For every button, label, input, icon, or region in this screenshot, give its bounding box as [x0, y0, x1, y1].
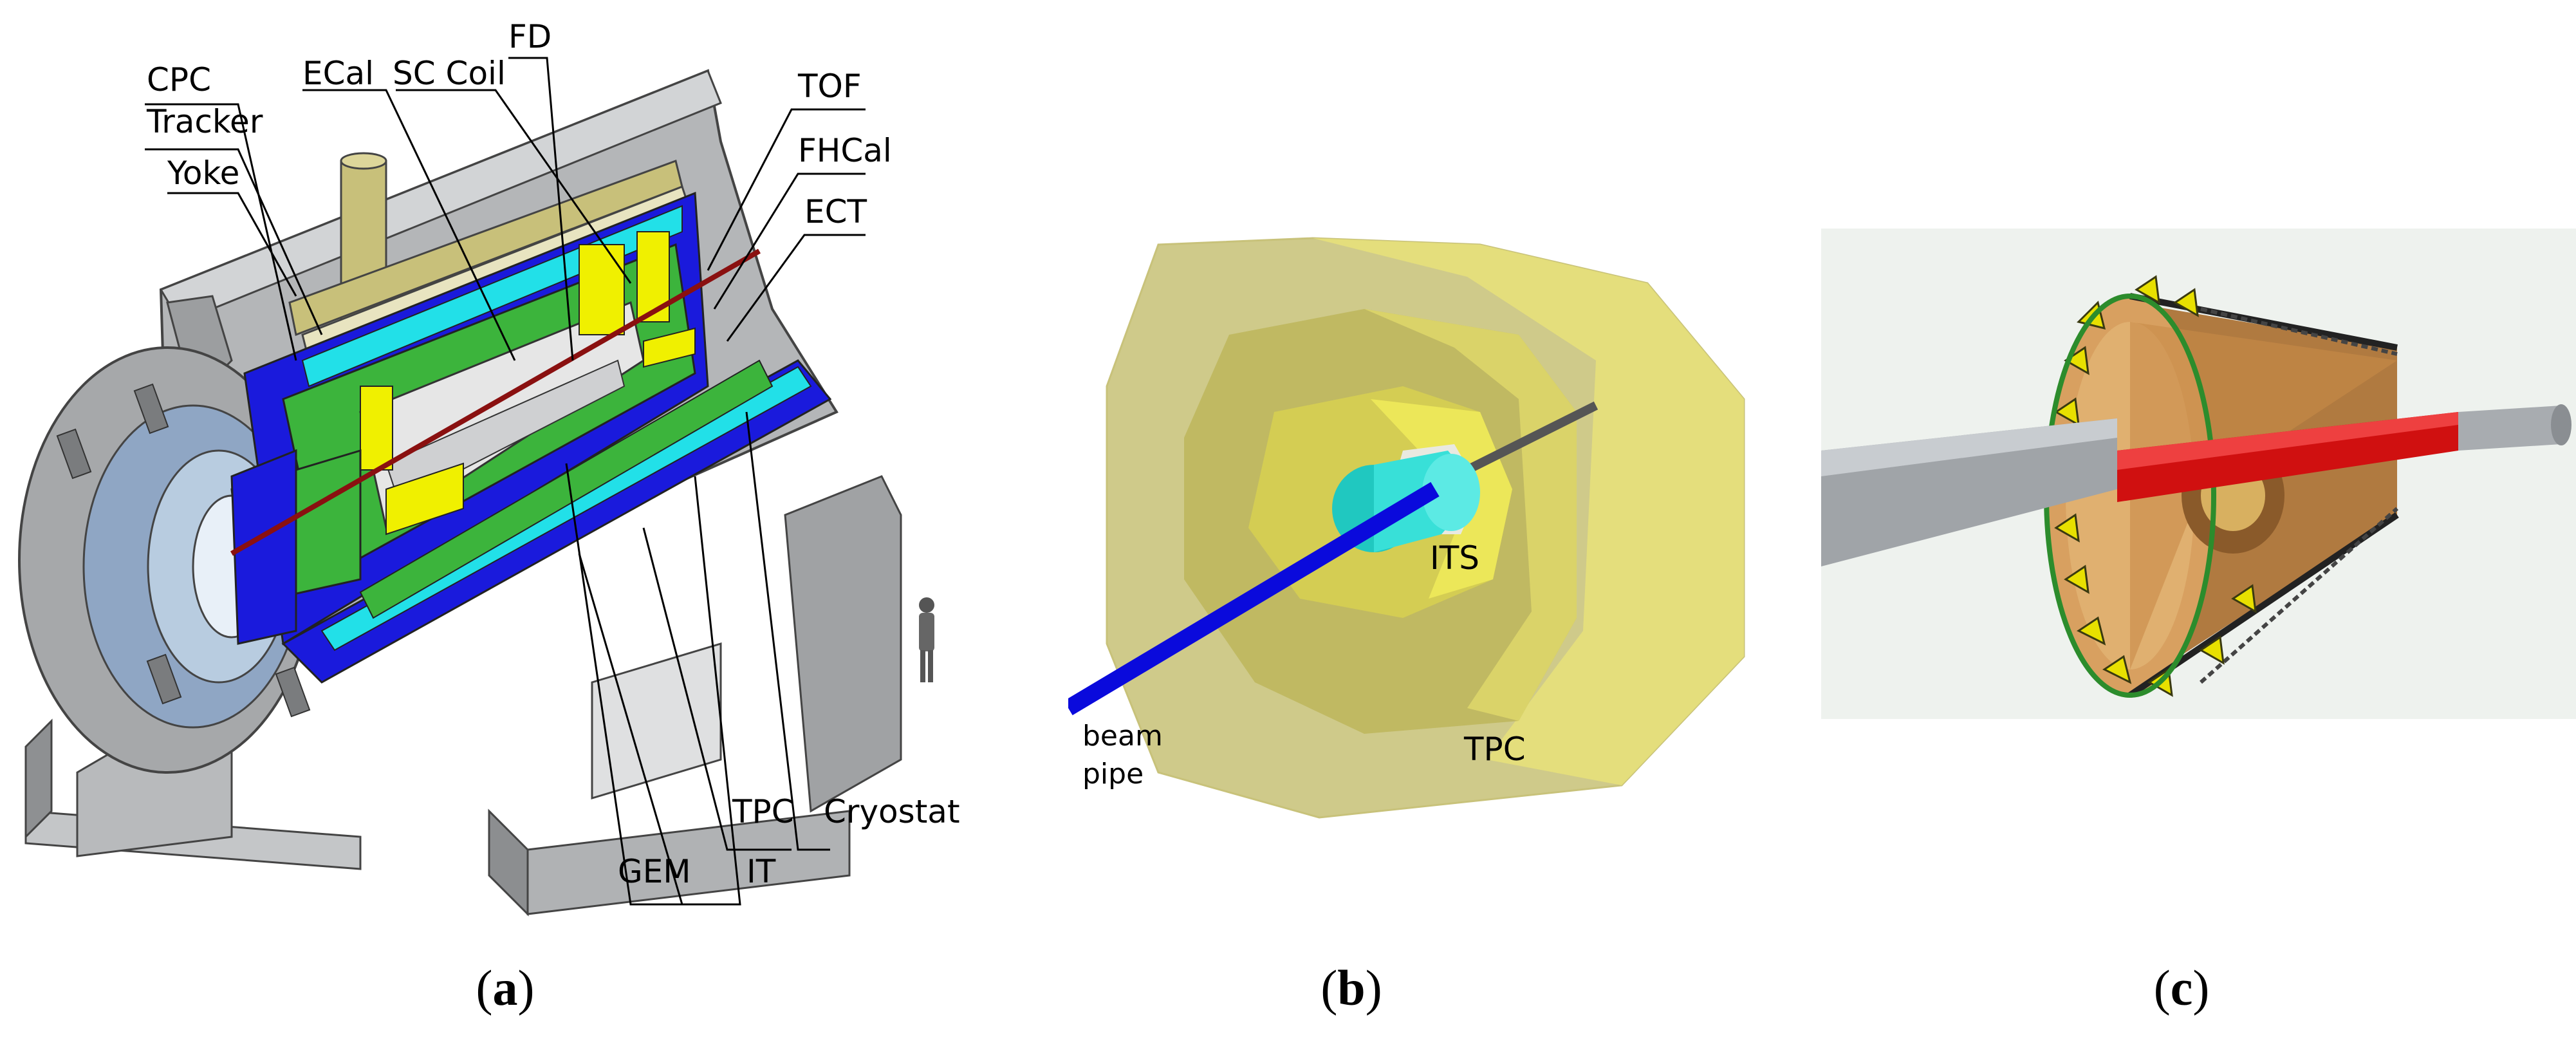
caption-a: (a) — [476, 960, 535, 1016]
beam-pipe-front — [1068, 481, 1440, 716]
label-beam-pipe-line2: pipe — [1082, 758, 1144, 790]
caption-c-letter: c — [2170, 960, 2193, 1016]
tpc-its-drawing — [1068, 237, 1745, 819]
beam-line — [230, 248, 761, 556]
barrel-render-drawing — [1821, 229, 2576, 719]
label-tracker: Tracker — [147, 103, 263, 140]
panel-b-tpc-its-schematic: ITS TPC beam pipe (b) — [1068, 0, 1750, 1046]
label-sc-coil: SC Coil — [393, 55, 506, 92]
person-scale-figure — [919, 597, 934, 682]
label-it: IT — [746, 853, 776, 890]
label-gem: GEM — [618, 853, 691, 890]
label-cpc: CPC — [147, 61, 211, 98]
caption-b: (b) — [1320, 960, 1382, 1016]
cryostat — [288, 152, 683, 337]
label-fhcal: FHCal — [798, 132, 892, 169]
label-ecal: ECal — [302, 55, 375, 92]
label-its: ITS — [1430, 539, 1480, 577]
caption-b-letter: b — [1337, 960, 1366, 1016]
panel-a-detector-cutaway: CPC Tracker Yoke ECal SC Coil FD TOF FHC… — [0, 0, 978, 1046]
caption-c: (c) — [2153, 960, 2210, 1016]
label-leader-lines — [145, 57, 866, 906]
caption-a-letter: a — [492, 960, 518, 1016]
beam-pipe-c — [1821, 404, 2571, 566]
label-tpc-b: TPC — [1464, 731, 1526, 768]
label-tof: TOF — [798, 68, 862, 105]
label-tpc: TPC — [732, 793, 794, 830]
label-beam-pipe-line1: beam — [1082, 720, 1163, 752]
label-ect: ECT — [804, 193, 867, 230]
lower-barrel — [230, 359, 832, 684]
panel-c-barrel-render: (c) — [1815, 0, 2576, 1046]
label-yoke: Yoke — [167, 154, 240, 192]
label-fd: FD — [508, 18, 552, 55]
detector-cutaway-drawing — [18, 57, 934, 917]
label-cryostat: Cryostat — [824, 793, 960, 830]
